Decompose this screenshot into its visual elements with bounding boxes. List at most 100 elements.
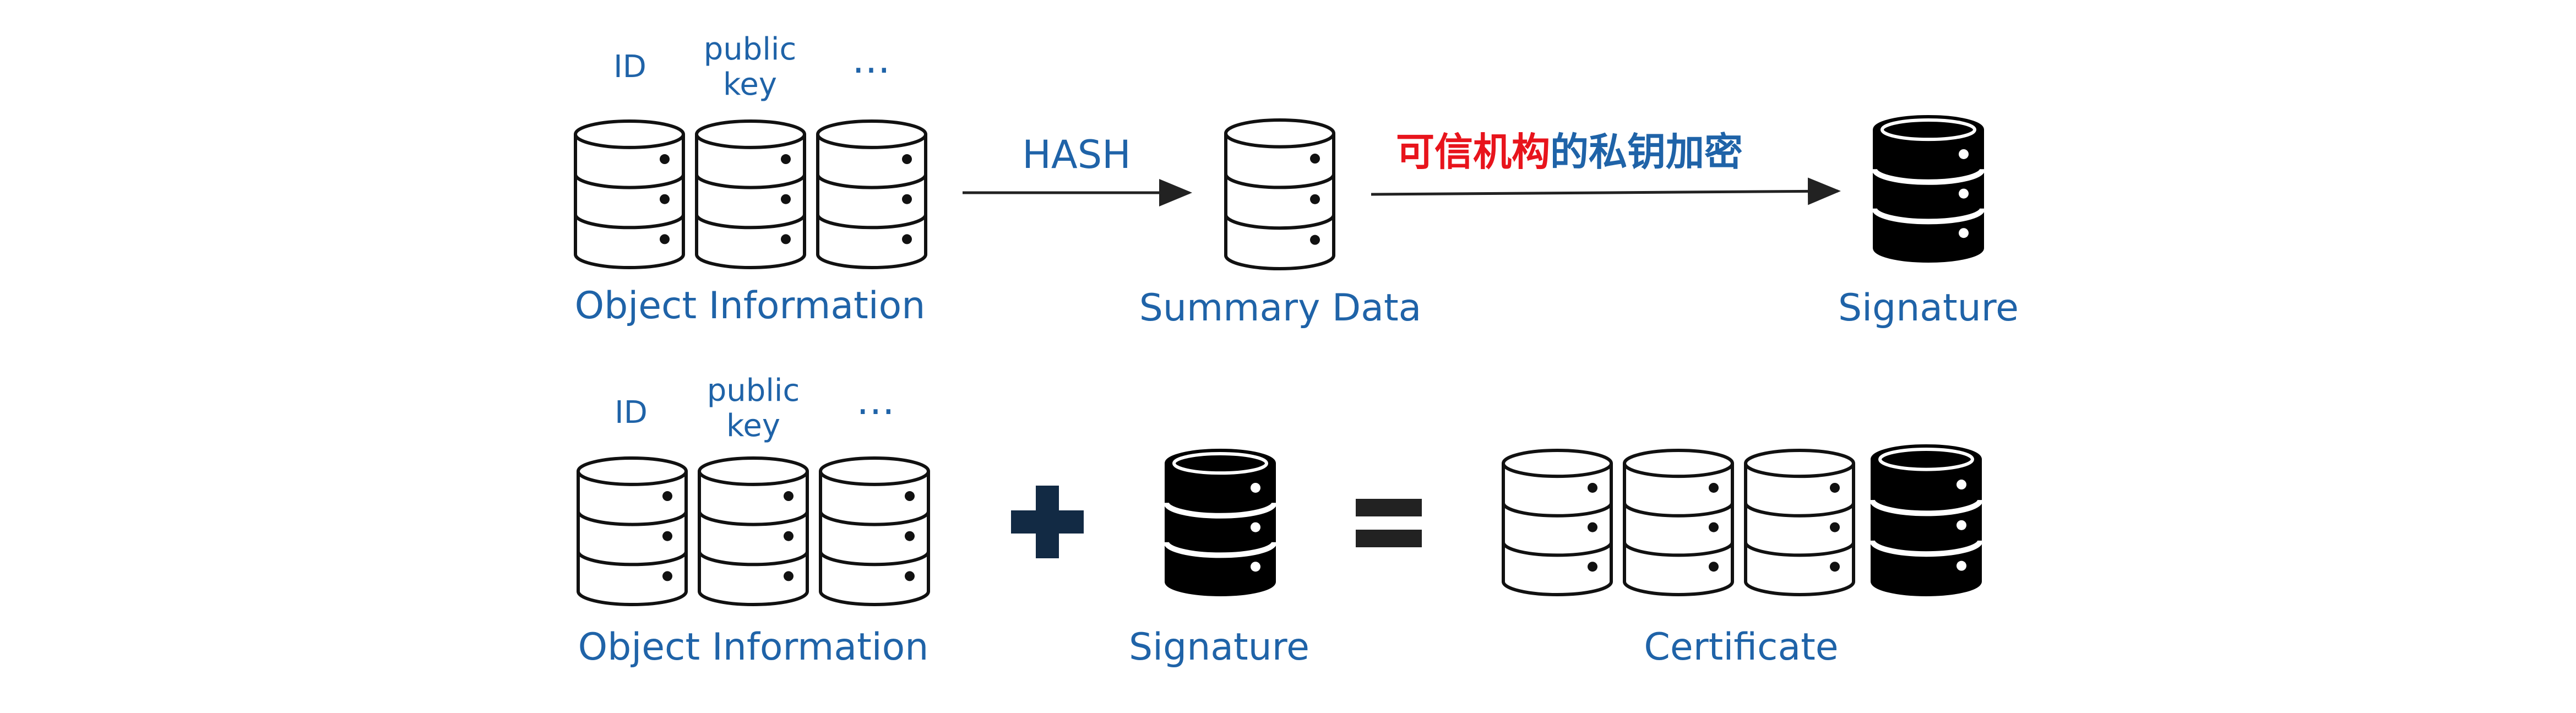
cylinder-separator-2 <box>1869 540 1983 557</box>
row1-field-label-ellipsis: … <box>852 37 890 82</box>
cylinder-separator-1 <box>816 174 927 189</box>
cylinder-indicator-dot <box>1830 482 1840 493</box>
cylinder-separator-2 <box>1744 542 1855 557</box>
equals-top-bar <box>1356 499 1422 516</box>
cylinder-body <box>1873 115 1984 263</box>
cylinder-top <box>1744 449 1855 478</box>
cylinder-indicator-dot <box>1830 562 1840 572</box>
cylinder-indicator-dot <box>784 491 794 502</box>
cylinder-indicator-dot <box>781 154 791 165</box>
cylinder-separator-2 <box>1502 542 1613 557</box>
cylinder-body <box>1744 463 1855 596</box>
cylinder-indicator-dot <box>905 571 915 581</box>
row2-signature-database-icon <box>1164 449 1277 596</box>
cylinder-separator-2 <box>1164 542 1277 558</box>
cylinder-separator-1 <box>1623 502 1734 518</box>
row1-field-label-id: ID <box>613 49 646 85</box>
row2-more-fields-database-icon <box>819 456 930 606</box>
cylinder-indicator-dot <box>1310 194 1320 204</box>
row1-signature-caption: Signature <box>1838 286 2019 330</box>
cylinder-separator-1 <box>819 511 930 526</box>
cylinder-top <box>695 119 806 149</box>
certificate-group: Certificate <box>1502 444 1983 669</box>
row2-signature-caption: Signature <box>1129 625 1309 669</box>
cylinder-separator-1 <box>695 174 806 189</box>
cylinder-indicator-dot <box>1251 522 1260 532</box>
cylinder-body <box>1165 449 1276 596</box>
cylinder-indicator-dot <box>1959 188 1969 199</box>
cylinder-separator-2 <box>695 214 806 230</box>
row2-field-label-public: public <box>707 373 800 409</box>
cylinder-top <box>577 456 688 486</box>
cylinder-indicator-dot <box>1957 560 1966 571</box>
cylinder-indicator-dot <box>660 234 670 244</box>
cylinder-separator-2 <box>577 551 688 567</box>
cylinder-indicator-dot <box>1957 480 1966 490</box>
cylinder-separator-2 <box>1224 214 1335 230</box>
row2-id-database-icon <box>577 456 688 606</box>
hash-label: HASH <box>1022 132 1131 177</box>
cylinder-indicator-dot <box>784 531 794 541</box>
plus-sign-icon <box>1011 486 1084 558</box>
cylinder-indicator-dot <box>1959 149 1969 159</box>
cylinder-separator-2 <box>1623 542 1734 557</box>
cylinder-indicator-dot <box>1709 522 1719 532</box>
cylinder-separator-2 <box>816 214 927 230</box>
cylinder-separator-2 <box>698 551 809 567</box>
row2-field-label-key: key <box>726 408 780 444</box>
cylinder-indicator-dot <box>1709 482 1719 493</box>
encrypt-label: 可信机构的私钥加密 <box>1396 129 1743 175</box>
cylinder-body <box>577 471 688 606</box>
cylinder-indicator-dot <box>902 194 912 204</box>
cylinder-body <box>1871 444 1982 596</box>
cylinder-indicator-dot <box>905 491 915 502</box>
plus-vertical-bar <box>1036 486 1059 558</box>
cylinder-separator-2 <box>1872 208 1985 225</box>
cylinder-separator-1 <box>1164 502 1277 519</box>
row1-more-fields-database-icon <box>816 119 927 269</box>
row2-public-key-database-icon <box>698 456 809 606</box>
equals-sign-icon <box>1356 499 1422 547</box>
cylinder-top <box>574 119 685 149</box>
cylinder-separator-1 <box>698 511 809 526</box>
row1-signature-group: Signature <box>1838 115 2019 330</box>
cylinder-indicator-dot <box>1830 522 1840 532</box>
row1-id-database-icon <box>574 119 685 269</box>
cylinder-indicator-dot <box>1957 520 1966 530</box>
cylinder-separator-2 <box>819 551 930 567</box>
cylinder-indicator-dot <box>781 234 791 244</box>
summary-data-database-icon <box>1224 118 1335 270</box>
row2-object-information-group: ID public key … Object Information <box>577 373 930 669</box>
cylinder-body <box>819 471 930 606</box>
row1-public-key-database-icon <box>695 119 806 269</box>
cylinder-indicator-dot <box>662 531 672 541</box>
cylinder-top <box>816 119 927 149</box>
cylinder-indicator-dot <box>660 194 670 204</box>
cylinder-top-highlight <box>1878 448 1974 471</box>
cylinder-indicator-dot <box>1588 482 1597 493</box>
cylinder-top-highlight <box>1172 452 1268 475</box>
encrypt-arrow-group: 可信机构的私钥加密 <box>1371 129 1841 205</box>
cylinder-body <box>698 471 809 606</box>
row2-signature-group: Signature <box>1129 449 1309 669</box>
cylinder-indicator-dot <box>662 491 672 502</box>
cylinder-indicator-dot <box>902 154 912 165</box>
encrypt-label-private-key-encryption: 的私钥加密 <box>1550 129 1743 175</box>
cylinder-indicator-dot <box>1588 562 1597 572</box>
cylinder-indicator-dot <box>1251 482 1260 493</box>
cylinder-top <box>819 456 930 486</box>
certificate-public-key-database-icon <box>1623 449 1734 596</box>
cylinder-indicator-dot <box>1251 562 1260 572</box>
row1-field-label-key: key <box>723 67 777 102</box>
cylinder-indicator-dot <box>905 531 915 541</box>
cylinder-top-highlight <box>1881 118 1976 141</box>
cylinder-indicator-dot <box>1310 154 1320 164</box>
cylinder-top <box>1623 449 1734 478</box>
certificate-caption: Certificate <box>1644 625 1838 669</box>
certificate-id-database-icon <box>1502 449 1613 596</box>
cylinder-indicator-dot <box>784 571 794 581</box>
cylinder-indicator-dot <box>660 154 670 165</box>
equals-bottom-bar <box>1356 530 1422 547</box>
cylinder-body <box>1224 133 1335 270</box>
cylinder-top <box>1224 118 1335 149</box>
